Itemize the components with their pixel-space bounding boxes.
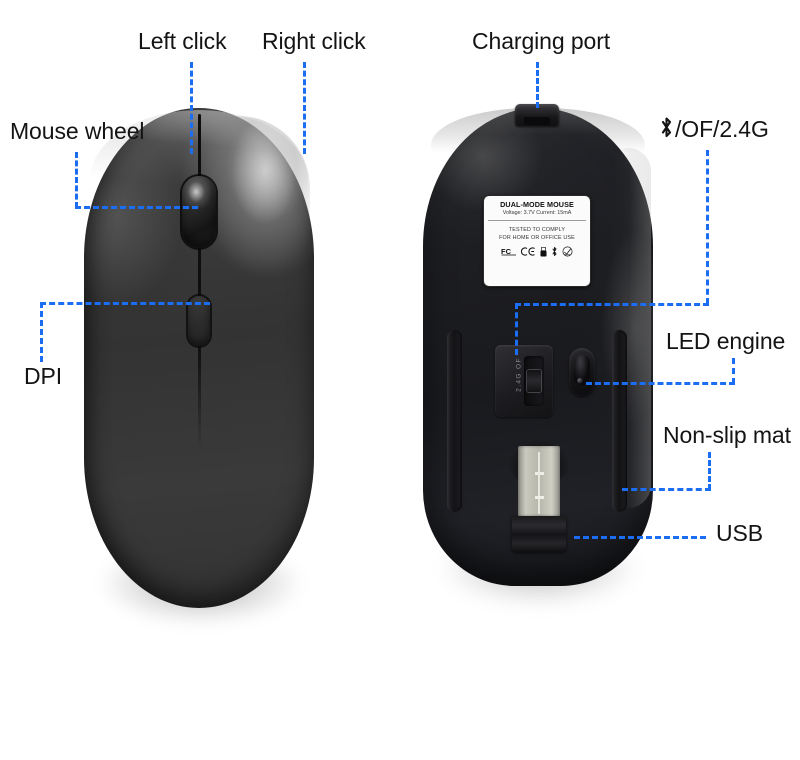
scroll-wheel[interactable] — [182, 176, 216, 248]
sticker-compliance-text: TESTED TO COMPLY FOR HOME OR OFFICE USE — [488, 226, 586, 243]
non-slip-mat-right — [612, 330, 627, 512]
mouse-top-view — [84, 108, 314, 628]
leader-non-slip-vertical — [708, 452, 711, 490]
usb-nano-receiver[interactable] — [508, 440, 570, 552]
callout-charging-port: Charging port — [472, 28, 611, 54]
usb-dongle-plastic-body — [512, 516, 566, 552]
mouse-bottom-body: DUAL-MODE MOUSE Voltage: 3.7V Current: 1… — [423, 104, 653, 586]
leader-right-click — [303, 62, 306, 154]
callout-mode-switch: /OF/2.4G — [659, 115, 769, 144]
leader-left-click — [190, 62, 193, 154]
leader-led-engine-vertical — [732, 358, 735, 384]
leader-mode-switch-horizontal — [515, 303, 709, 306]
non-slip-mat-left — [447, 330, 462, 512]
mode-switch-track — [524, 356, 544, 406]
sticker-spec: Voltage: 3.7V Current: 15mA — [488, 210, 586, 221]
mode-switch-knob[interactable] — [527, 370, 541, 392]
sticker-comply-line2: FOR HOME OR OFFICE USE — [499, 234, 575, 241]
leader-charging-port — [536, 62, 539, 108]
usb-dongle-seam — [538, 452, 540, 514]
charging-port[interactable] — [515, 104, 559, 126]
svg-text:FC: FC — [501, 247, 512, 256]
led-sensor-dot — [577, 378, 583, 384]
compliance-check-icon — [562, 246, 573, 257]
dpi-button[interactable] — [188, 296, 210, 346]
leader-dpi-vertical — [40, 302, 43, 362]
fcc-icon: FC — [501, 247, 517, 256]
leader-mode-switch-vertical — [706, 150, 709, 304]
leader-non-slip-horizontal — [622, 488, 711, 491]
mouse-bottom-view: DUAL-MODE MOUSE Voltage: 3.7V Current: 1… — [423, 104, 653, 608]
callout-dpi: DPI — [24, 363, 63, 389]
callout-mouse-wheel: Mouse wheel — [10, 118, 145, 144]
certification-icon-row: FC — [488, 246, 586, 257]
callout-left-click: Left click — [138, 28, 227, 54]
product-label-sticker: DUAL-MODE MOUSE Voltage: 3.7V Current: 1… — [483, 195, 591, 287]
mode-switch[interactable]: 2.4G OF — [495, 345, 553, 417]
callout-mode-switch-text: /OF/2.4G — [675, 116, 769, 142]
callout-usb: USB — [716, 520, 763, 546]
usb-dongle-icon — [540, 246, 547, 257]
bluetooth-icon — [659, 115, 674, 144]
sticker-comply-line1: TESTED TO COMPLY — [508, 226, 566, 233]
led-engine-sensor — [569, 348, 595, 396]
leader-mouse-wheel-horizontal — [75, 206, 198, 209]
usb-dongle-metal-connector — [518, 446, 560, 518]
callout-led-engine: LED engine — [666, 328, 786, 354]
bluetooth-icon — [551, 246, 558, 257]
led-sensor-lens — [574, 355, 590, 385]
callout-non-slip-mat: Non-slip mat — [663, 422, 791, 448]
mouse-center-seam — [198, 114, 201, 450]
sticker-title: DUAL-MODE MOUSE — [500, 200, 574, 209]
callout-right-click: Right click — [262, 28, 366, 54]
leader-led-engine-horizontal — [586, 382, 735, 385]
leader-mouse-wheel-vertical — [75, 152, 78, 208]
leader-dpi-horizontal — [40, 302, 210, 305]
leader-mode-switch-drop — [515, 303, 518, 355]
ce-icon — [521, 247, 536, 256]
leader-usb-horizontal — [574, 536, 706, 539]
